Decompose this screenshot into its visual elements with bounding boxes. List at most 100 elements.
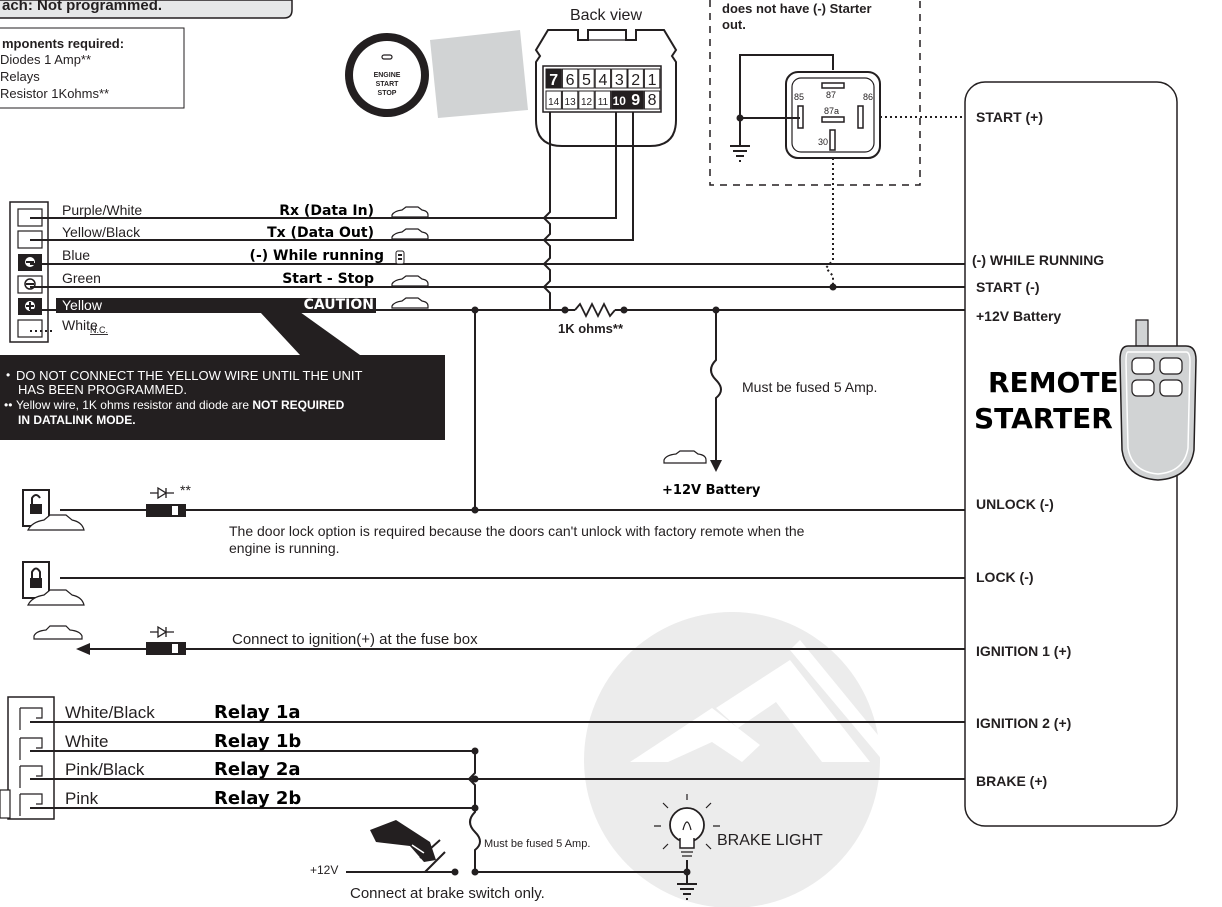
connector-pin-number: 6 bbox=[566, 72, 575, 89]
connector-pin-cell bbox=[611, 90, 628, 110]
terminal-label: +12V Battery bbox=[976, 308, 1061, 324]
connector-pin-number: 13 bbox=[565, 97, 577, 108]
connector-pin-cell bbox=[545, 68, 562, 89]
terminal-label: BRAKE (+) bbox=[976, 773, 1047, 789]
relay-wire-color: Pink/Black bbox=[65, 760, 145, 779]
button-label: STOP bbox=[378, 90, 397, 97]
caution-line: DO NOT CONNECT THE YELLOW WIRE UNTIL THE… bbox=[16, 368, 363, 383]
svg-text:••: •• bbox=[4, 398, 12, 412]
brake-switch: +12V Connect at brake switch only. bbox=[310, 820, 545, 902]
brake-fuse-note: Must be fused 5 Amp. bbox=[484, 838, 590, 850]
terminal-label: START (+) bbox=[976, 109, 1043, 125]
components-box: mponents required: Diodes 1 Amp** Relays… bbox=[0, 27, 185, 109]
door-lock-note: The door lock option is required because… bbox=[229, 523, 805, 539]
connector-pin-number: 8 bbox=[648, 92, 657, 109]
wire-function: Rx (Data In) bbox=[279, 203, 374, 219]
relay-pin-label: 87 bbox=[826, 90, 836, 100]
connector-pin-cell bbox=[627, 68, 644, 89]
relay-label: Relay 1b bbox=[214, 731, 301, 752]
terminal-label: IGNITION 1 (+) bbox=[976, 643, 1071, 659]
connector-wires bbox=[542, 112, 837, 310]
module-title: REMOTE bbox=[988, 366, 1119, 399]
remote-fob-icon bbox=[1119, 319, 1197, 481]
door-lock-wiring: ** The door lock option is required beca… bbox=[22, 482, 965, 606]
caution-line: Yellow wire, 1K ohms resistor and diode … bbox=[16, 398, 252, 412]
connector-pin-cell bbox=[643, 90, 661, 110]
button-label: START bbox=[376, 81, 400, 88]
relay-pin-label: 30 bbox=[818, 137, 828, 147]
relay-wires: White/Black White Pink/Black Pink Relay … bbox=[30, 702, 965, 876]
connector-pin-number: 11 bbox=[598, 97, 609, 108]
connector-pin-cell bbox=[594, 68, 612, 89]
resistor-label: 1K ohms** bbox=[558, 321, 624, 336]
status-header: ach: Not programmed. bbox=[0, 0, 293, 19]
connector-pin-cell bbox=[594, 90, 612, 110]
component-item: Diodes 1 Amp** bbox=[0, 52, 91, 67]
nc-label: N.C. bbox=[90, 325, 108, 335]
terminal-label: START (-) bbox=[976, 279, 1040, 295]
relay-label: Relay 2b bbox=[214, 788, 301, 809]
relay-wire-color: Pink bbox=[65, 789, 99, 808]
wire-color: Yellow/Black bbox=[62, 224, 141, 240]
wire-color: Purple/White bbox=[62, 202, 142, 218]
connector-pin-number: 10 bbox=[613, 94, 627, 108]
wire-function: (-) While running bbox=[250, 248, 384, 264]
connector-pin-cell bbox=[578, 68, 595, 89]
relay-pin-label: 86 bbox=[863, 92, 873, 102]
connector-pin-number: 3 bbox=[615, 72, 624, 89]
relay-label: Relay 2a bbox=[214, 759, 301, 780]
components-title: mponents required: bbox=[2, 36, 124, 51]
brake-light-icon: BRAKE LIGHT bbox=[475, 794, 823, 900]
car-icons bbox=[391, 206, 429, 309]
wire-function: CAUTION bbox=[304, 297, 374, 313]
connector-pin-number: 2 bbox=[631, 72, 640, 89]
fuse-note: Must be fused 5 Amp. bbox=[742, 379, 877, 395]
lock-icon bbox=[22, 561, 85, 606]
connector-pin-number: 14 bbox=[548, 97, 560, 108]
connector-pin-cell bbox=[611, 68, 628, 89]
relay-pin-label: 87a bbox=[824, 106, 839, 116]
remote-starter-module: START (+) (-) WHILE RUNNING START (-) +1… bbox=[964, 81, 1178, 827]
connector-pin-cell bbox=[627, 90, 644, 110]
svg-text:Yellow wire, 1K ohms resistor: Yellow wire, 1K ohms resistor and diode … bbox=[16, 398, 345, 412]
component-item: Resistor 1Kohms** bbox=[0, 86, 109, 101]
connector-pin-number: 5 bbox=[582, 72, 591, 89]
resistor-network: 1K ohms** Must be fused 5 Amp. +12V Batt… bbox=[471, 301, 877, 510]
brake-light-label: BRAKE LIGHT bbox=[717, 832, 823, 849]
harness-wires: Purple/White Yellow/Black Blue Green Yel… bbox=[30, 202, 965, 335]
connector-pin-cell bbox=[578, 90, 595, 110]
terminal-label: (-) WHILE RUNNING bbox=[972, 252, 1104, 268]
plus12v-label: +12V bbox=[310, 863, 338, 877]
terminal-label: IGNITION 2 (+) bbox=[976, 715, 1071, 731]
connector-pin-number: 12 bbox=[581, 97, 593, 108]
button-label: ENGINE bbox=[374, 72, 401, 79]
caution-line: IN DATALINK MODE. bbox=[18, 413, 136, 427]
svg-text:•: • bbox=[6, 368, 10, 382]
connector-pin-cell bbox=[643, 68, 661, 89]
connector-pin-cell bbox=[561, 68, 579, 89]
wire-function: Start - Stop bbox=[282, 271, 374, 287]
relay-wire-color: White bbox=[65, 732, 108, 751]
wire-function: Tx (Data Out) bbox=[267, 225, 374, 241]
remote-icon bbox=[395, 250, 405, 265]
unlock-icon bbox=[22, 489, 85, 531]
connector-pin-cell bbox=[561, 90, 579, 110]
connector-pin-cell bbox=[545, 90, 562, 110]
caution-line: HAS BEEN PROGRAMMED. bbox=[18, 382, 187, 397]
wire-color: Blue bbox=[62, 247, 90, 263]
module-title: STARTER bbox=[974, 402, 1113, 435]
harness-connector bbox=[9, 201, 49, 343]
diode-note: ** bbox=[180, 482, 191, 498]
relay-connector bbox=[0, 696, 55, 820]
door-lock-note: engine is running. bbox=[229, 540, 340, 556]
brake-switch-note: Connect at brake switch only. bbox=[350, 885, 545, 902]
watermark-logo bbox=[584, 612, 900, 907]
back-view-label: Back view bbox=[570, 7, 642, 24]
wire-color: White bbox=[62, 317, 98, 333]
terminal-label: UNLOCK (-) bbox=[976, 496, 1054, 512]
connector-pin-number: 9 bbox=[631, 92, 640, 109]
relay-note: out. bbox=[722, 17, 746, 32]
caution-emphasis: NOT REQUIRED bbox=[252, 398, 344, 412]
